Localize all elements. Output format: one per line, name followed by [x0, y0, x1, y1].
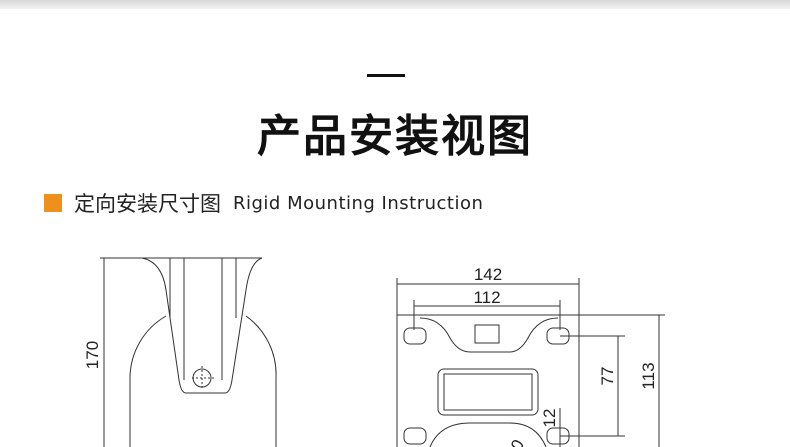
dim-other: 10 — [502, 436, 528, 447]
title-dash — [367, 74, 405, 77]
section-title-cn: 定向安装尺寸图 — [74, 192, 221, 216]
page-title: 产品安装视图 — [257, 111, 533, 162]
section-title-en: Rigid Mounting Instruction — [233, 192, 484, 214]
dim-height: 170 — [83, 341, 102, 369]
dim-hole-spacing-x: 112 — [473, 288, 500, 307]
dim-plate-length: 113 — [639, 362, 658, 389]
side-view-drawing: 170 — [83, 257, 277, 447]
dim-hole-spacing-y: 77 — [598, 367, 617, 386]
dim-hole-size: 12 — [540, 409, 559, 428]
top-view-drawing: 142 112 113 77 12 10 — [396, 265, 665, 447]
top-band — [0, 0, 790, 9]
dim-plate-width: 142 — [474, 265, 502, 284]
section-header: 定向安装尺寸图 Rigid Mounting Instruction — [44, 188, 483, 218]
section-marker — [44, 194, 62, 212]
